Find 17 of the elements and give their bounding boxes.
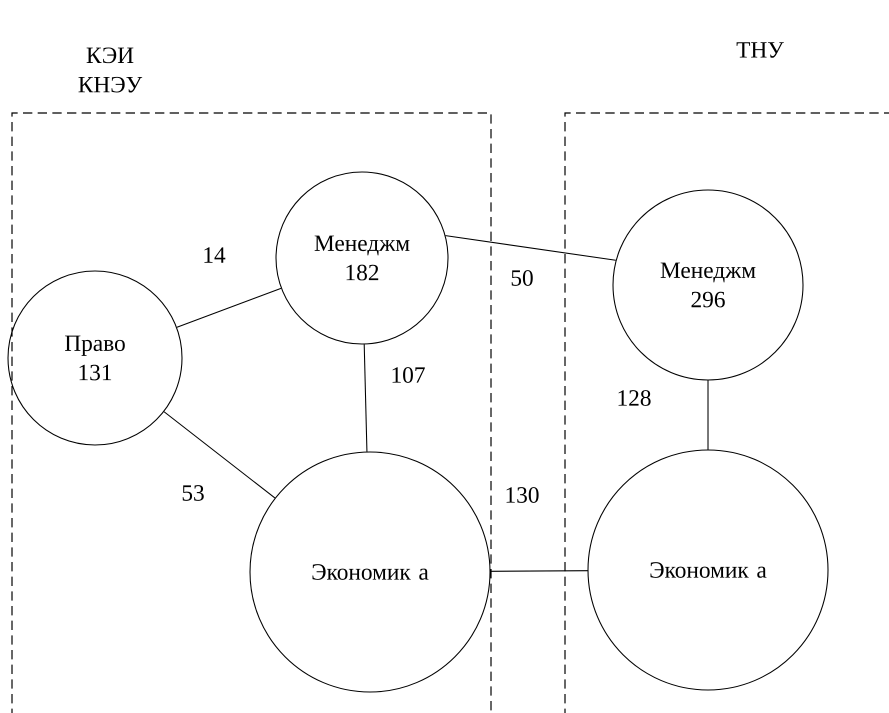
circle-node: Менеджм 182	[275, 171, 449, 345]
circle-node: Экономик а	[587, 449, 829, 691]
connector-line	[446, 235, 616, 261]
edge-label: 53	[180, 484, 206, 502]
edge-label: 128	[615, 388, 653, 408]
connector-line	[176, 288, 282, 328]
edge-label: 50	[509, 268, 535, 288]
connector-line	[164, 411, 276, 498]
circle-node: Экономик а	[249, 451, 491, 693]
circle-node: Менеджм 296	[612, 189, 804, 381]
connector-line	[707, 380, 709, 450]
connector-line	[364, 344, 368, 452]
edge-label: 130	[503, 486, 541, 504]
edge-label: 107	[389, 366, 427, 384]
circle-node: Право 131	[7, 270, 183, 446]
edge-label: 14	[201, 246, 227, 264]
connector-line	[490, 570, 588, 572]
